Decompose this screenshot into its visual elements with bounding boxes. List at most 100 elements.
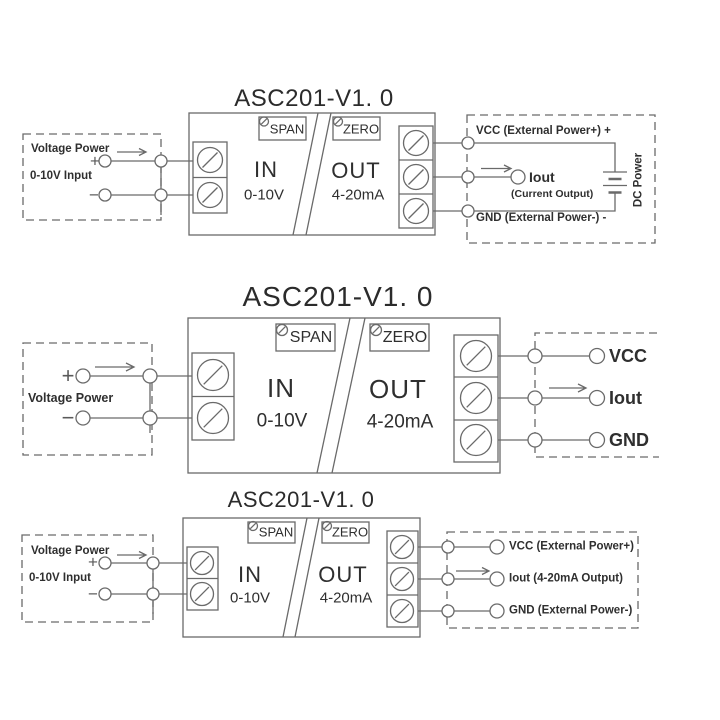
plus-sign: + xyxy=(61,363,75,388)
zero-pot-box xyxy=(321,521,370,544)
terminal-dividers xyxy=(387,562,418,596)
zero-label: ZERO xyxy=(342,121,380,137)
input-wires xyxy=(111,160,193,215)
zero-pot-box xyxy=(369,323,430,352)
minus-sign: − xyxy=(88,584,98,604)
out-terminal-block xyxy=(453,334,499,463)
gnd-terminal-node xyxy=(588,431,606,449)
in-label: IN xyxy=(254,157,278,182)
junction-node xyxy=(142,368,158,384)
source-dashed-box xyxy=(22,342,153,456)
plus-terminal-node xyxy=(98,556,112,570)
out-range-label: 4-20mA xyxy=(366,411,434,433)
current-arrow xyxy=(549,383,588,393)
diagram-2-graphics xyxy=(22,317,659,474)
screw-icon xyxy=(461,383,492,414)
gnd-label: GND xyxy=(609,430,649,450)
plus-sign: + xyxy=(88,552,98,572)
zero-label: ZERO xyxy=(331,524,369,540)
iout-terminal-node xyxy=(510,169,526,185)
iout-label: Iout xyxy=(609,388,642,408)
junction-nodes xyxy=(75,347,606,449)
gnd-terminal-node xyxy=(489,603,505,619)
diagram-3-graphics xyxy=(21,517,639,638)
junction-node xyxy=(154,188,168,202)
span-pot-screw-icon xyxy=(260,117,269,126)
battery-long-plates xyxy=(603,171,627,187)
span-label: SPAN xyxy=(289,329,333,346)
iout-terminal-node xyxy=(489,571,505,587)
terminal-dividers xyxy=(454,376,498,421)
in-range-label: 0-10V xyxy=(256,410,308,432)
span-label: SPAN xyxy=(269,121,305,137)
flow-arrow xyxy=(117,147,148,157)
junction-node xyxy=(461,170,475,184)
vcc-label: VCC (External Power+) xyxy=(509,540,634,553)
out-label: OUT xyxy=(369,374,427,404)
in-label: IN xyxy=(267,373,295,403)
screw-icon xyxy=(404,131,429,156)
gnd-label: GND (External Power-) xyxy=(509,604,633,617)
screw-icon xyxy=(198,148,223,173)
in-range-label: 0-10V xyxy=(243,186,285,204)
plus-terminal-node xyxy=(98,154,112,168)
out-label: OUT xyxy=(318,562,368,587)
junction-node xyxy=(527,432,543,448)
screw-icon xyxy=(404,199,429,224)
current-arrow xyxy=(481,164,513,173)
gnd-label: GND (External Power-) - xyxy=(476,212,607,224)
battery-short-plates xyxy=(608,177,622,194)
plus-sign: + xyxy=(90,151,100,171)
screw-icon xyxy=(191,552,214,575)
minus-terminal-node xyxy=(75,410,91,426)
out-range-label: 4-20mA xyxy=(319,589,373,607)
vcc-label: VCC (External Power+) + xyxy=(476,125,611,137)
plus-terminal-node xyxy=(75,368,91,384)
input-range-label: 0-10V Input xyxy=(29,572,91,584)
minus-sign: − xyxy=(61,405,75,430)
span-pot-screw-icon xyxy=(249,522,258,531)
module-outline xyxy=(188,112,436,236)
diagram-1-title: ASC201-V1. 0 xyxy=(234,85,394,112)
voltage-power-label: Voltage Power xyxy=(28,391,114,405)
screw-icon xyxy=(391,568,414,591)
junction-nodes xyxy=(98,136,526,218)
screw-icon xyxy=(191,583,214,606)
module-divider-lines xyxy=(292,112,332,236)
junction-node xyxy=(146,556,160,570)
screw-icon xyxy=(461,425,492,456)
zero-label: ZERO xyxy=(382,329,428,346)
iout-terminal-node xyxy=(588,389,606,407)
module-divider-lines xyxy=(316,317,366,474)
input-wires xyxy=(111,562,187,614)
junction-node xyxy=(154,154,168,168)
screw-icon xyxy=(198,360,229,391)
span-pot-box xyxy=(247,521,296,544)
junction-node xyxy=(441,540,455,554)
screw-icon xyxy=(391,600,414,623)
output-dashed-box xyxy=(466,114,656,244)
vcc-label: VCC xyxy=(609,346,648,366)
span-pot-box xyxy=(258,116,307,141)
zero-pot-box xyxy=(332,116,381,141)
minus-terminal-node xyxy=(98,587,112,601)
vcc-terminal-node xyxy=(588,347,606,365)
junction-node xyxy=(441,604,455,618)
screw-icon xyxy=(391,536,414,559)
junction-node xyxy=(146,587,160,601)
flow-arrow xyxy=(95,362,136,372)
flow-arrow xyxy=(117,550,148,560)
out-range-label: 4-20mA xyxy=(331,186,385,204)
voltage-power-label: Voltage Power xyxy=(31,143,110,155)
out-terminal-block xyxy=(386,530,419,628)
in-label: IN xyxy=(238,562,262,587)
span-pot-screw-icon xyxy=(277,325,288,336)
screw-icon xyxy=(198,403,229,434)
out-terminal-block xyxy=(398,125,434,229)
zero-pot-screw-icon xyxy=(323,522,332,531)
iout-note-label: (Current Output) xyxy=(511,188,594,200)
junction-node xyxy=(527,390,543,406)
diagram-2-title: ASC201-V1. 0 xyxy=(242,281,434,312)
